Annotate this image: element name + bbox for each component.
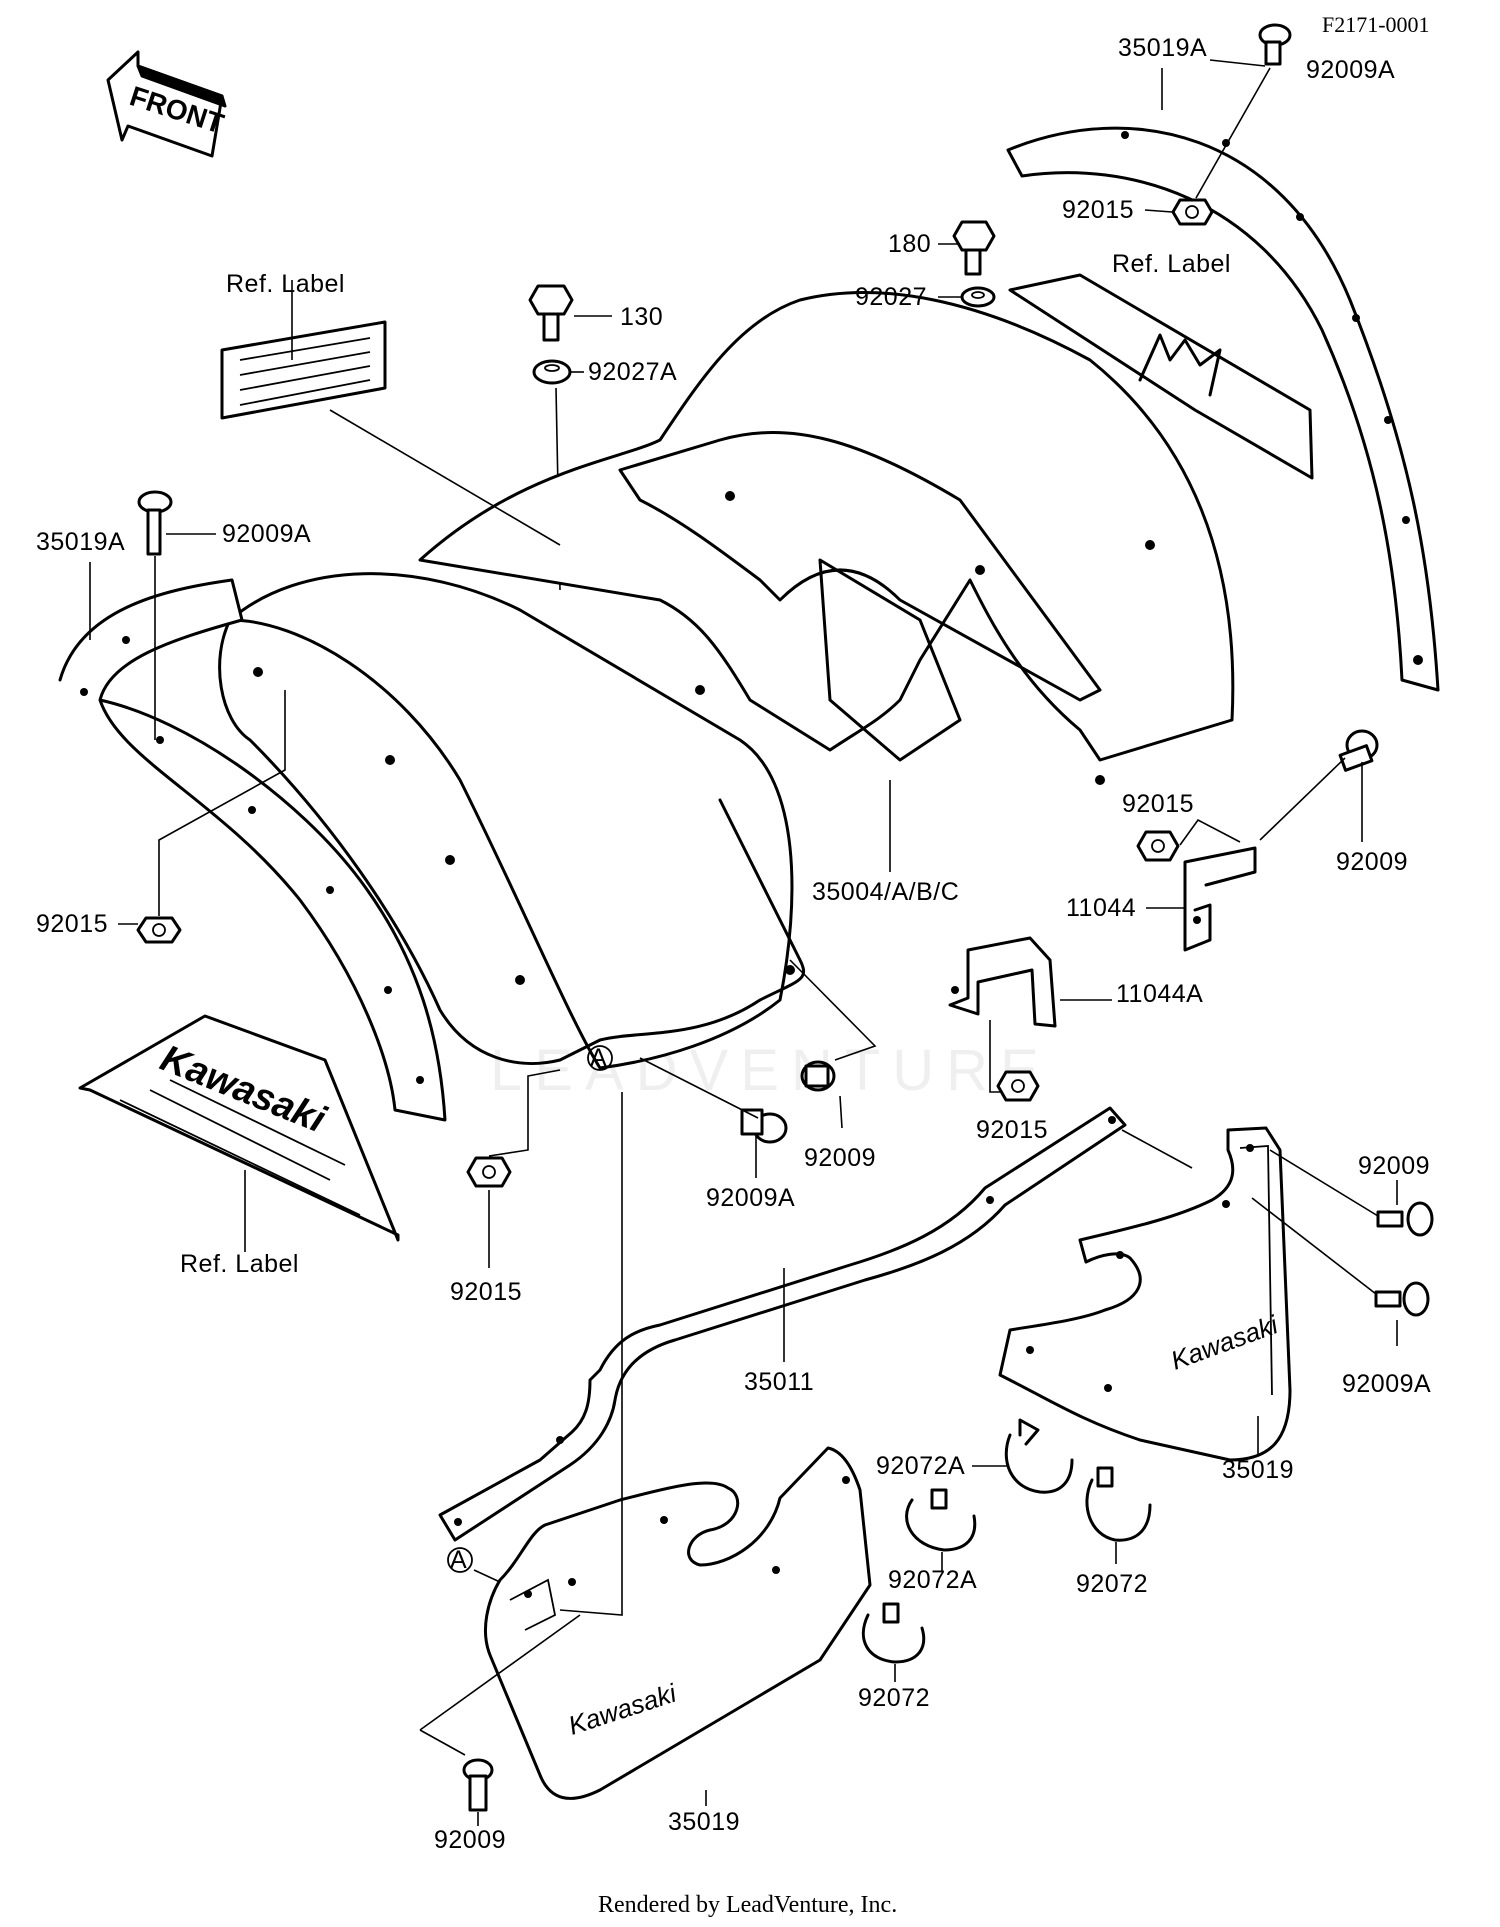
- label-92072-2: 92072: [858, 1684, 930, 1712]
- label-92009a-lower-right: 92009A: [1342, 1370, 1431, 1398]
- label-92015-right: 92015: [1122, 790, 1194, 818]
- washer-92027-icon: [960, 286, 996, 308]
- label-92015-top: 92015: [1062, 196, 1134, 224]
- bolt-180-icon: [952, 220, 996, 276]
- nut-92015-top-icon: [1171, 198, 1214, 226]
- screw-92009a-lower-right-icon: [1374, 1281, 1430, 1317]
- flap-strip-left: [58, 578, 447, 1122]
- clamp-92072-1-icon: [1085, 1466, 1152, 1542]
- label-ref-label-bottom: Ref. Label: [180, 1250, 299, 1278]
- label-92072-1: 92072: [1076, 1570, 1148, 1598]
- label-35019-bottom: 35019: [668, 1808, 740, 1836]
- clamp-92072a-1-icon: [1004, 1418, 1074, 1494]
- ref-marker-lower: A: [450, 1546, 467, 1574]
- label-35019a-left: 35019A: [36, 528, 125, 556]
- label-92009-right: 92009: [1336, 848, 1408, 876]
- label-92009-lower-right: 92009: [1358, 1152, 1430, 1180]
- bolt-130-icon: [528, 284, 574, 342]
- screw-92009-center-icon: [800, 1060, 836, 1092]
- label-92015-lower: 92015: [450, 1278, 522, 1306]
- mudguard-right-35019: Kawasaki: [998, 1126, 1292, 1462]
- screw-92009-lower-right-icon: [1376, 1201, 1434, 1237]
- ref-marker-upper: A: [590, 1044, 607, 1072]
- guard-rail-35011: [438, 1106, 1127, 1542]
- footer-credit: Rendered by LeadVenture, Inc.: [598, 1892, 897, 1918]
- screw-92009a-center-icon: [740, 1108, 788, 1144]
- screw-92009-right-icon: [1338, 729, 1379, 772]
- nut-92015-lower-icon: [466, 1156, 512, 1188]
- label-92009-bottom: 92009: [434, 1826, 506, 1854]
- rear-fender-35004: [218, 291, 1235, 1070]
- nut-92015-left-icon: [136, 916, 182, 944]
- label-35011: 35011: [744, 1368, 814, 1396]
- label-92072a-1: 92072A: [876, 1452, 965, 1480]
- screw-92009a-top-icon: [1258, 23, 1292, 66]
- label-92009a-center: 92009A: [706, 1184, 795, 1212]
- label-130: 130: [620, 303, 663, 331]
- bracket-11044: [1183, 846, 1257, 952]
- mudguard-bottom-35019: Kawasaki: [483, 1446, 872, 1800]
- ref-label-decal-top-left: [220, 320, 387, 420]
- label-35004: 35004/A/B/C: [812, 878, 959, 906]
- label-35019-right: 35019: [1222, 1456, 1294, 1484]
- label-92027a: 92027A: [588, 358, 677, 386]
- ref-marker-upper-icon: [587, 1045, 613, 1071]
- kawasaki-decal-lower-left: Kawasaki: [78, 1014, 400, 1242]
- label-92009-center: 92009: [804, 1144, 876, 1172]
- diagram-code: F2171-0001: [1322, 12, 1430, 37]
- nut-92015-right-icon: [1136, 830, 1180, 862]
- ref-label-decal-top-right: [1008, 273, 1314, 480]
- flap-strip-top-right: [1006, 126, 1440, 692]
- nut-92015-mid-icon: [996, 1070, 1040, 1102]
- label-92072a-2: 92072A: [888, 1566, 977, 1594]
- ref-marker-lower-icon: [447, 1547, 473, 1573]
- label-92027: 92027: [855, 283, 927, 311]
- label-11044a: 11044A: [1116, 980, 1203, 1008]
- clamp-92072a-2-icon: [905, 1488, 977, 1552]
- clamp-92072-2-icon: [861, 1602, 926, 1664]
- label-92015-mid: 92015: [976, 1116, 1048, 1144]
- label-35019a-top: 35019A: [1118, 34, 1207, 62]
- screw-92009-bottom-icon: [462, 1758, 494, 1812]
- label-92015-left: 92015: [36, 910, 108, 938]
- screw-92009a-left-icon: [137, 490, 173, 556]
- label-ref-label-top-right: Ref. Label: [1112, 250, 1231, 278]
- washer-92027a-icon: [532, 359, 572, 385]
- label-11044: 11044: [1066, 894, 1136, 922]
- watermark: LEADVENTURE: [490, 1038, 1051, 1103]
- bracket-11044a: [948, 936, 1057, 1028]
- label-92009a-left: 92009A: [222, 520, 311, 548]
- front-arrow-icon: FRONT: [106, 50, 227, 158]
- label-ref-label-top-left: Ref. Label: [226, 270, 345, 298]
- label-92009a-top: 92009A: [1306, 56, 1395, 84]
- label-180: 180: [888, 230, 931, 258]
